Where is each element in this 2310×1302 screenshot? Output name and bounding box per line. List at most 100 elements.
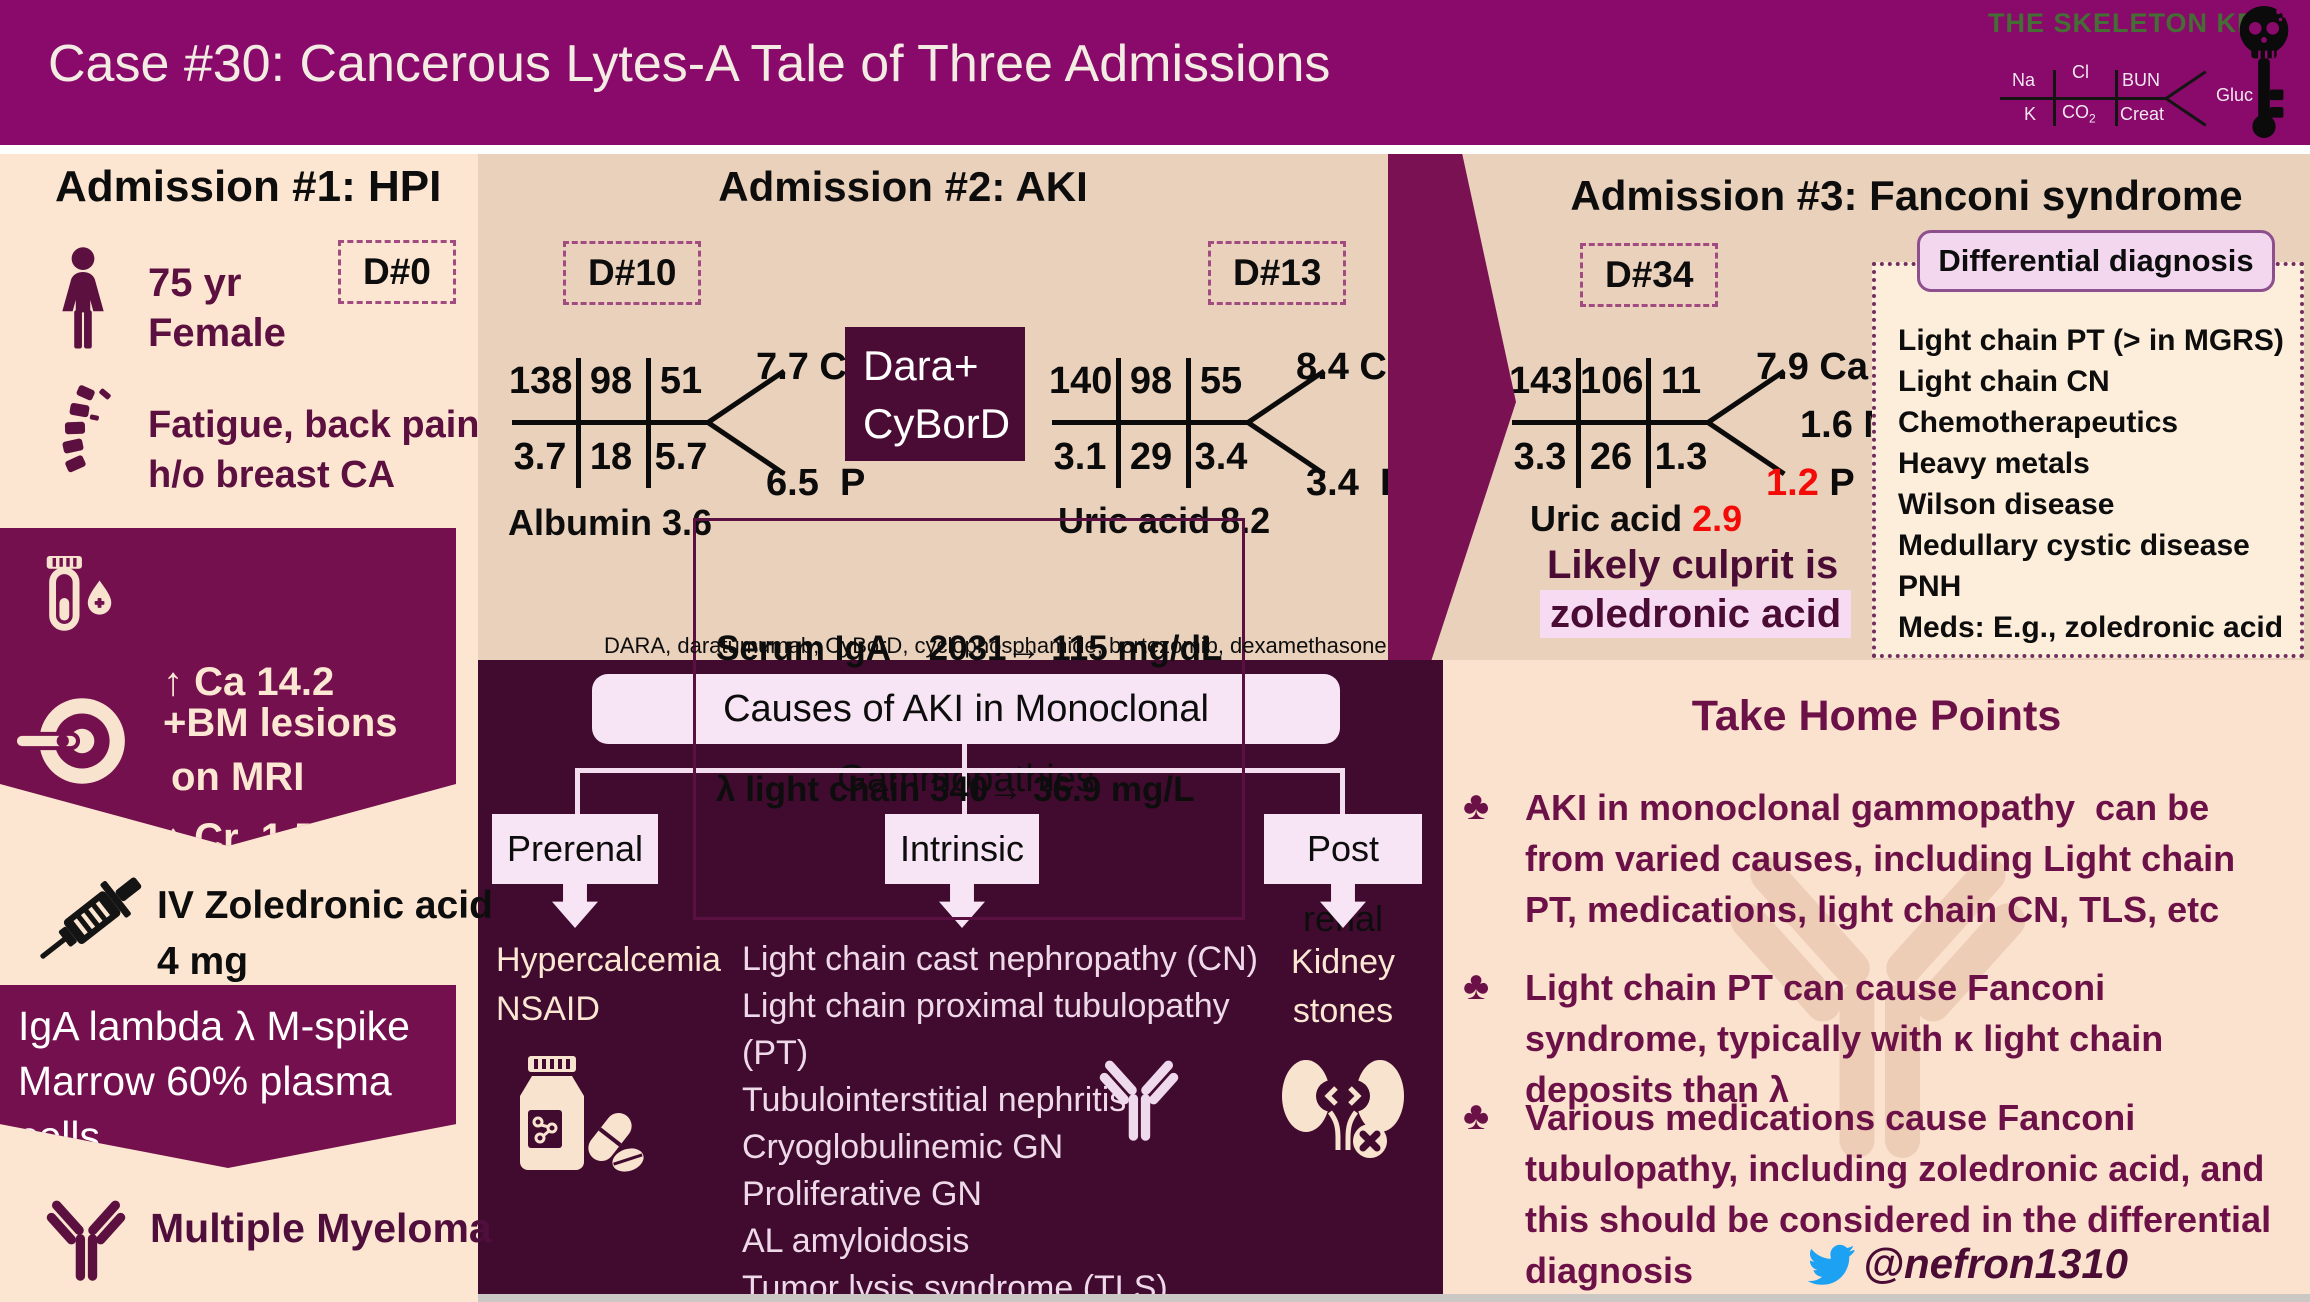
admission1-title: Admission #1: HPI: [55, 162, 442, 211]
mspike-banner: IgA lambda λ M-spike Marrow 60% plasma c…: [0, 985, 456, 1168]
dd-item: Wilson disease: [1898, 488, 2115, 521]
fb3-na: 143: [1509, 360, 1573, 402]
mri-scanner-icon: [14, 686, 138, 798]
culprit-line2: zoledronic acid: [1540, 590, 1852, 638]
branch-prerenal: Prerenal: [492, 814, 658, 884]
legend-cl: Cl: [2072, 62, 2089, 82]
header-bar: Case #30: Cancerous Lytes-A Tale of Thre…: [0, 0, 2310, 145]
dd-item: Heavy metals: [1898, 447, 2090, 480]
patient-age: 75 yr: [148, 261, 242, 305]
day0-box: D#0: [338, 240, 456, 304]
fb1-co2: 18: [589, 436, 633, 478]
branch-intrinsic: Intrinsic: [885, 814, 1039, 884]
albumin-value: Albumin 3.6: [508, 502, 713, 543]
legend-na: Na: [2012, 70, 2036, 90]
fishbone-day13: 140 98 55 3.1 29 3.4 8.4 Ca 3.4 P: [1049, 346, 1408, 504]
syringe-icon: [22, 852, 158, 988]
fb3-ca-label: 7.9 Ca: [1756, 346, 1868, 388]
prerenal-item: NSAID: [496, 990, 600, 1028]
fishbone-day34: 143 106 11 3.3 26 1.3 7.9 Ca 1.6 Mg 1.2 …: [1509, 346, 1918, 504]
take-home-bullet: Light chain PT can cause Fanconi syndrom…: [1525, 967, 2174, 1110]
fb2-bun: 55: [1199, 360, 1243, 402]
day13-box: D#13: [1208, 241, 1347, 305]
blood-tube-icon: [35, 550, 123, 650]
fb2-k: 3.1: [1053, 436, 1107, 478]
differential-box: Light chain PT (> in MGRS) Light chain C…: [1872, 262, 2304, 658]
twitter-icon: [1806, 1244, 1856, 1288]
fb1-na: 138: [509, 360, 573, 402]
take-home-bullet: Various medications cause Fanconi tubulo…: [1525, 1097, 2282, 1291]
fb3-p-label: 1.2 P: [1766, 462, 1855, 504]
fb2-na: 140: [1049, 360, 1113, 402]
intrinsic-item: Tubulointerstitial nephritis: [742, 1081, 1127, 1119]
branch-postrenal: Post renal: [1264, 814, 1422, 939]
fb1-creat: 5.7: [654, 436, 708, 478]
fb2-co2: 29: [1129, 436, 1173, 478]
fb1-cl: 98: [589, 360, 633, 402]
legend-gluc: Gluc: [2216, 85, 2254, 105]
fb3-co2: 26: [1589, 436, 1633, 478]
legend-creat: Creat: [2120, 104, 2165, 124]
antibody-icon: [1083, 1040, 1195, 1152]
culprit-line1: Likely culprit is: [1547, 543, 1839, 587]
club-bullet: ♣: [1463, 964, 1490, 1008]
skull-key-icon: [2226, 4, 2302, 140]
patient-sex: Female: [148, 311, 286, 355]
fb3-bun: 11: [1660, 360, 1702, 402]
fb3-creat: 1.3: [1654, 436, 1708, 478]
treatment-line1: Dara+: [863, 342, 979, 389]
causes-panel: Causes of AKI in Monoclonal Gammopathies…: [478, 660, 1443, 1302]
treatment-box: Dara+ CyBorD: [845, 327, 1025, 461]
legend-k: K: [2024, 104, 2037, 124]
legend-co2: CO2: [2062, 102, 2096, 126]
fb2-cl: 98: [1129, 360, 1173, 402]
header-divider: [0, 145, 2310, 154]
dd-item: Light chain CN: [1898, 365, 2110, 398]
fb1-p-label: 6.5 P: [766, 462, 866, 504]
kidneys-icon: [1278, 1048, 1408, 1163]
intrinsic-item: Light chain cast nephropathy (CN): [742, 940, 1258, 978]
fb1-bun: 51: [659, 360, 703, 402]
antibody-icon: [30, 1180, 142, 1292]
uric-acid-value-adm3: Uric acid 2.9: [1530, 498, 1743, 539]
fb2-creat: 3.4: [1194, 436, 1248, 478]
day10-box: D#10: [563, 241, 702, 305]
club-bullet: ♣: [1463, 784, 1490, 828]
imaging-line2: on MRI: [171, 755, 305, 799]
bottom-edge: [478, 1294, 2310, 1302]
legend-bun: BUN: [2122, 70, 2161, 90]
brand-title: THE SKELETON KEY: [1988, 8, 2276, 38]
dd-item: Meds: E.g., zoledronic acid: [1898, 611, 2284, 644]
intrinsic-item: (PT): [742, 1034, 809, 1072]
dd-item: Medullary cystic disease: [1898, 529, 2250, 562]
serum-iga: Serum IgA 2031→ 115 mg/dL: [716, 629, 1223, 668]
imaging-line1: +BM lesions: [163, 701, 398, 745]
diagnosis-text: Multiple Myeloma: [150, 1205, 492, 1251]
lab-calcium: ↑ Ca 14.2: [163, 660, 335, 704]
fb3-k: 3.3: [1513, 436, 1567, 478]
intrinsic-item: Proliferative GN: [742, 1175, 982, 1213]
day34-box: D#34: [1580, 243, 1719, 307]
medicine-bottle-icon: [508, 1052, 648, 1182]
fishbone-day10: 138 98 51 3.7 18 5.7 7.7 Ca 6.5 P: [509, 346, 868, 504]
serum-lambda: λ light chain 340→ 36.9 mg/L: [716, 770, 1195, 809]
abbreviation-footnote: DARA, daratumumab; CyBorD, cyclophospham…: [604, 633, 1387, 658]
take-home-panel: Take Home Points ♣ AKI in monoclonal gam…: [1443, 660, 2310, 1296]
intrinsic-item: Light chain proximal tubulopathy: [742, 987, 1230, 1025]
complaint-line1: Fatigue, back pain: [148, 404, 480, 446]
medication-line2: 4 mg: [157, 940, 249, 983]
dd-item: Chemotherapeutics: [1898, 406, 2179, 439]
postrenal-item: stones: [1292, 992, 1394, 1030]
differential-title: Differential diagnosis: [1917, 230, 2275, 292]
admission3-title: Admission #3: Fanconi syndrome: [1570, 172, 2243, 219]
arrow-down-icon: [552, 884, 598, 928]
fb3-cl: 106: [1580, 360, 1644, 402]
serum-box: Serum IgA 2031→ 115 mg/dL λ light chain …: [693, 518, 1246, 920]
complaint-line2: h/o breast CA: [148, 454, 396, 496]
spine-icon: [42, 385, 124, 485]
take-home-bullet: AKI in monoclonal gammopathy can be from…: [1525, 787, 2246, 930]
admission2-title: Admission #2: AKI: [718, 163, 1088, 210]
page-title: Case #30: Cancerous Lytes-A Tale of Thre…: [48, 35, 1331, 93]
female-icon: [52, 244, 114, 360]
